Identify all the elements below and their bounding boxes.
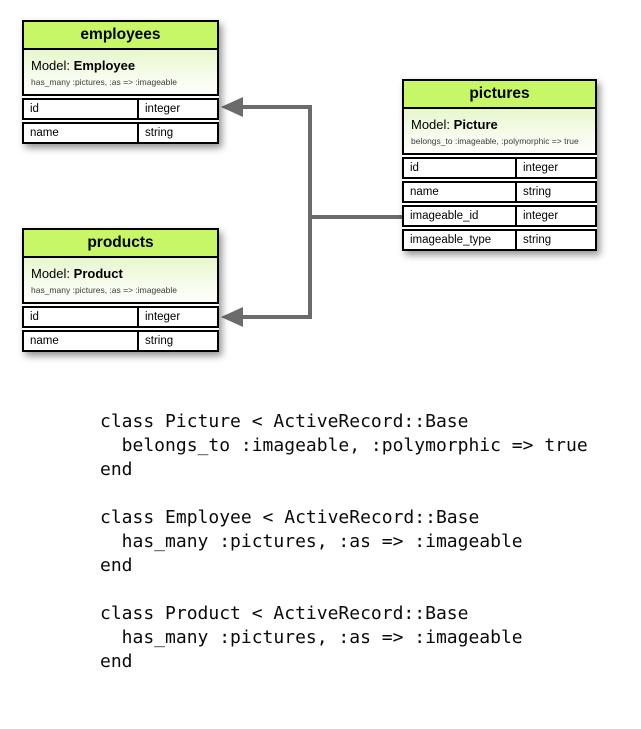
code-line: class Product < ActiveRecord::Base xyxy=(100,603,469,624)
column-name-cell: id xyxy=(24,100,139,118)
code-line: has_many :pictures, :as => :imageable xyxy=(100,627,523,648)
table-products-title: products xyxy=(22,228,219,258)
model-label: Model: xyxy=(31,266,71,281)
table-row: id integer xyxy=(22,306,219,328)
model-label: Model: xyxy=(31,58,71,73)
model-name: Picture xyxy=(453,117,498,132)
table-row: imageable_id integer xyxy=(402,205,597,227)
code-line: end xyxy=(100,651,133,672)
table-pictures: pictures Model: Picture belongs_to :imag… xyxy=(402,79,597,251)
arrow-to-employees-icon xyxy=(221,97,243,117)
table-employees-model-section: Model: Employee has_many :pictures, :as … xyxy=(22,48,219,96)
column-name-cell: id xyxy=(24,308,139,326)
table-row: name string xyxy=(402,181,597,203)
column-name-cell: name xyxy=(24,332,139,350)
model-line: Model: Picture xyxy=(411,117,588,133)
table-products: products Model: Product has_many :pictur… xyxy=(22,228,219,352)
column-type-cell: string xyxy=(145,127,174,139)
table-employees-title: employees xyxy=(22,20,219,50)
column-type-cell: integer xyxy=(145,311,181,323)
table-row: name string xyxy=(22,330,219,352)
code-line: class Employee < ActiveRecord::Base xyxy=(100,507,480,528)
column-type-cell: integer xyxy=(523,162,559,174)
model-label: Model: xyxy=(411,117,451,132)
table-products-model-section: Model: Product has_many :pictures, :as =… xyxy=(22,256,219,304)
model-name: Product xyxy=(73,266,123,281)
arrow-to-products-icon xyxy=(221,307,243,327)
code-line: belongs_to :imageable, :polymorphic => t… xyxy=(100,435,588,456)
table-row: name string xyxy=(22,122,219,144)
table-row: id integer xyxy=(402,157,597,179)
ruby-code-snippets: class Picture < ActiveRecord::Base belon… xyxy=(100,410,588,698)
association-note: belongs_to :imageable, :polymorphic => t… xyxy=(411,136,579,146)
code-line: end xyxy=(100,555,133,576)
column-name-cell: name xyxy=(24,124,139,142)
association-note: has_many :pictures, :as => :imageable xyxy=(31,77,177,87)
model-name: Employee xyxy=(73,58,136,73)
model-line: Model: Employee xyxy=(31,58,210,74)
table-row: imageable_type string xyxy=(402,229,597,251)
connector-bracket-line xyxy=(243,105,312,319)
table-row: id integer xyxy=(22,98,219,120)
table-pictures-model-section: Model: Picture belongs_to :imageable, :p… xyxy=(402,107,597,155)
code-line: end xyxy=(100,459,133,480)
column-name-cell: id xyxy=(404,159,517,177)
column-type-cell: integer xyxy=(523,210,559,222)
code-line: class Picture < ActiveRecord::Base xyxy=(100,411,469,432)
table-employees: employees Model: Employee has_many :pict… xyxy=(22,20,219,144)
column-type-cell: string xyxy=(523,234,552,246)
code-line: has_many :pictures, :as => :imageable xyxy=(100,531,523,552)
column-type-cell: integer xyxy=(145,103,181,115)
table-pictures-title: pictures xyxy=(402,79,597,109)
association-note: has_many :pictures, :as => :imageable xyxy=(31,285,177,295)
column-name-cell: imageable_id xyxy=(404,207,517,225)
column-type-cell: string xyxy=(523,186,552,198)
column-type-cell: string xyxy=(145,335,174,347)
column-name-cell: name xyxy=(404,183,517,201)
column-name-cell: imageable_type xyxy=(404,231,517,249)
model-line: Model: Product xyxy=(31,266,210,282)
code-block-employee: class Employee < ActiveRecord::Base has_… xyxy=(100,506,588,578)
code-block-picture: class Picture < ActiveRecord::Base belon… xyxy=(100,410,588,482)
code-block-product: class Product < ActiveRecord::Base has_m… xyxy=(100,602,588,674)
